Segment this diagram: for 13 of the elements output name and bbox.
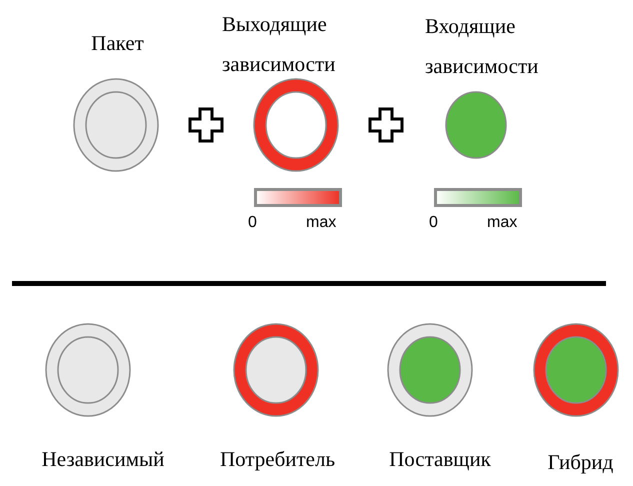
node-label: Выходящие зависимости: [222, 11, 336, 78]
gradient-scale-bar: [434, 188, 522, 207]
scale-label: max: [306, 214, 336, 232]
node-label: Гибрид: [546, 449, 614, 476]
scale-label: max: [487, 214, 518, 232]
node-label: Пакет: [90, 30, 145, 57]
node-label: Независимый: [40, 446, 166, 473]
scale-label: 0: [248, 214, 257, 232]
node-label: Поставщик: [388, 446, 492, 473]
node-label: Потребитель: [218, 446, 336, 473]
node-label: Входящие зависимости: [425, 13, 540, 80]
gradient-scale-bar: [254, 188, 342, 207]
scale-label: 0: [429, 214, 438, 232]
